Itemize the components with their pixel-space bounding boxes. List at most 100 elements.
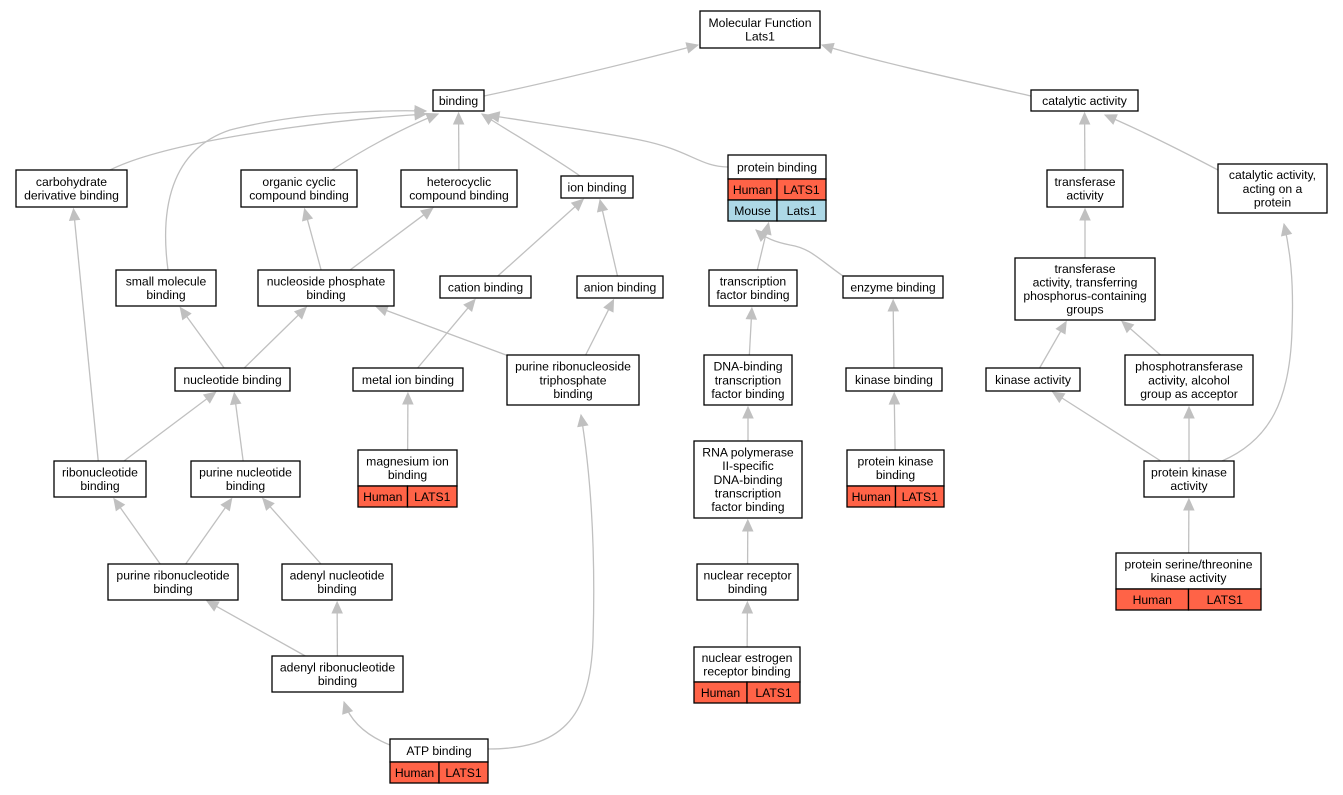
gene-label: LATS1 <box>445 766 482 780</box>
arrowhead <box>202 391 217 404</box>
node-label: protein <box>1254 195 1291 209</box>
go-node-binding[interactable]: binding <box>432 89 485 112</box>
go-node-rna-polymerase-ii-specific-dna-binding-transcription-factor-binding[interactable]: RNA polymeraseII-specificDNA-bindingtran… <box>693 440 803 519</box>
species-label: Human <box>363 490 402 504</box>
node-box <box>432 89 485 112</box>
node-box <box>846 449 945 487</box>
arrowhead <box>402 391 414 405</box>
gene-cell <box>1187 588 1262 611</box>
node-label: purine ribonucleotide <box>116 569 229 583</box>
edge-catprot-to-catalytic <box>1104 114 1219 171</box>
go-node-cation-binding[interactable]: cation binding <box>439 275 532 299</box>
node-label: activity, transferring <box>1033 276 1138 290</box>
node-label: heterocyclic <box>427 175 491 189</box>
node-box <box>576 275 664 299</box>
node-box <box>560 175 634 199</box>
gene-cell <box>438 761 489 784</box>
node-label: purine ribonucleoside <box>515 360 631 374</box>
go-node-metal-ion-binding[interactable]: metal ion binding <box>352 367 464 392</box>
go-node-anion-binding[interactable]: anion binding <box>576 275 664 299</box>
go-node-ion-binding[interactable]: ion binding <box>560 175 634 199</box>
arrowhead <box>68 207 81 221</box>
go-node-nucleotide-binding[interactable]: nucleotide binding <box>174 367 291 392</box>
edge-enzyme-to-protein <box>755 229 844 277</box>
node-label: carbohydrate <box>36 175 107 189</box>
arrowhead <box>888 391 901 405</box>
arrowhead <box>1079 207 1091 221</box>
node-box <box>708 269 798 307</box>
arrowhead <box>755 229 769 242</box>
edge-phosalc-to-transphos <box>1128 327 1161 356</box>
go-node-kinase-activity[interactable]: kinase activity <box>985 367 1081 392</box>
node-box <box>506 354 640 406</box>
node-label: purine nucleotide <box>199 466 292 480</box>
go-node-kinase-binding[interactable]: kinase binding <box>845 367 943 392</box>
edge-nucphos-to-hetero <box>349 213 426 271</box>
node-label: phosphorus-containing <box>1023 289 1146 303</box>
node-label: group as acceptor <box>1140 387 1238 401</box>
arrowhead <box>452 111 465 125</box>
species-label: Human <box>1133 593 1172 607</box>
node-label: ATP binding <box>406 744 471 758</box>
node-label: groups <box>1066 303 1103 317</box>
arrowhead <box>375 305 389 317</box>
edge-ribonuc-to-nucleotide <box>123 397 209 462</box>
node-label: RNA polymerase <box>702 446 794 460</box>
arrowhead <box>603 298 615 313</box>
node-label: binding <box>553 387 592 401</box>
arrowhead <box>745 306 758 320</box>
node-label: factor binding <box>711 387 784 401</box>
node-label: compound binding <box>409 189 509 203</box>
edge-purnuc-to-nucleotide <box>234 402 244 462</box>
node-label: binding <box>318 674 357 688</box>
node-label: cation binding <box>448 280 523 294</box>
arrowhead <box>230 391 242 406</box>
go-node-catalytic-activity[interactable]: catalytic activity <box>1030 89 1139 112</box>
arrowhead <box>577 413 589 428</box>
node-label: metal ion binding <box>362 373 454 387</box>
go-node-enzyme-binding[interactable]: enzyme binding <box>842 275 944 299</box>
node-box <box>1014 257 1156 321</box>
arrowhead <box>262 497 275 511</box>
edge-adenylribo-to-purribo <box>215 605 306 657</box>
node-label: ribonucleotide <box>62 466 138 480</box>
arrowhead <box>887 298 900 312</box>
species-label: Human <box>852 490 891 504</box>
edge-purribo-to-ribonuc <box>119 506 161 565</box>
node-box <box>1030 89 1139 112</box>
gene-cell <box>894 485 945 508</box>
node-label: nucleotide binding <box>183 373 281 387</box>
node-label: binding <box>876 468 915 482</box>
node-label: derivative binding <box>24 189 119 203</box>
edge-prnts-to-nucphos <box>385 309 508 357</box>
node-label: binding <box>146 288 185 302</box>
node-box <box>703 354 793 406</box>
